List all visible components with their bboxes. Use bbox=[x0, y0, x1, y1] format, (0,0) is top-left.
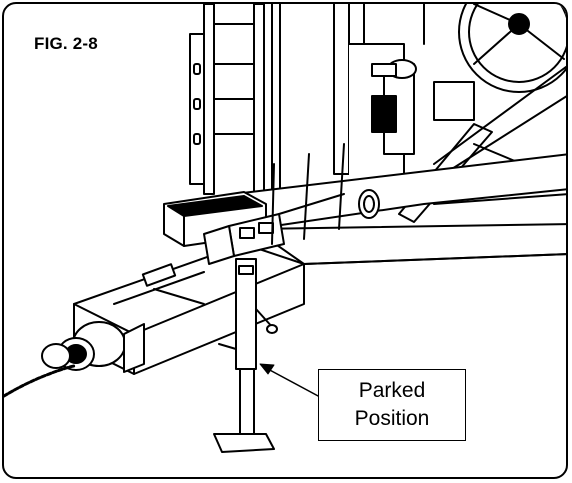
jack-stand bbox=[213, 258, 278, 453]
figure-label: FIG. 2-8 bbox=[32, 34, 100, 54]
callout-leader bbox=[259, 363, 321, 398]
callout-line-1: Parked bbox=[358, 379, 426, 402]
callout-line-2: Position bbox=[354, 407, 430, 430]
safety-chain bbox=[4, 364, 76, 398]
callout-box: Parked Position bbox=[318, 369, 466, 441]
hand-wheel bbox=[458, 4, 566, 93]
main-frame bbox=[233, 153, 566, 265]
knob bbox=[371, 59, 417, 79]
figure-frame: FIG. 2-8 Parked Position bbox=[2, 2, 568, 479]
control-box bbox=[203, 143, 345, 265]
technical-drawing bbox=[4, 4, 566, 453]
port-hole bbox=[358, 189, 380, 219]
cylinder-block bbox=[371, 95, 397, 133]
hitch-coupler bbox=[41, 321, 145, 373]
ladder bbox=[189, 4, 265, 205]
